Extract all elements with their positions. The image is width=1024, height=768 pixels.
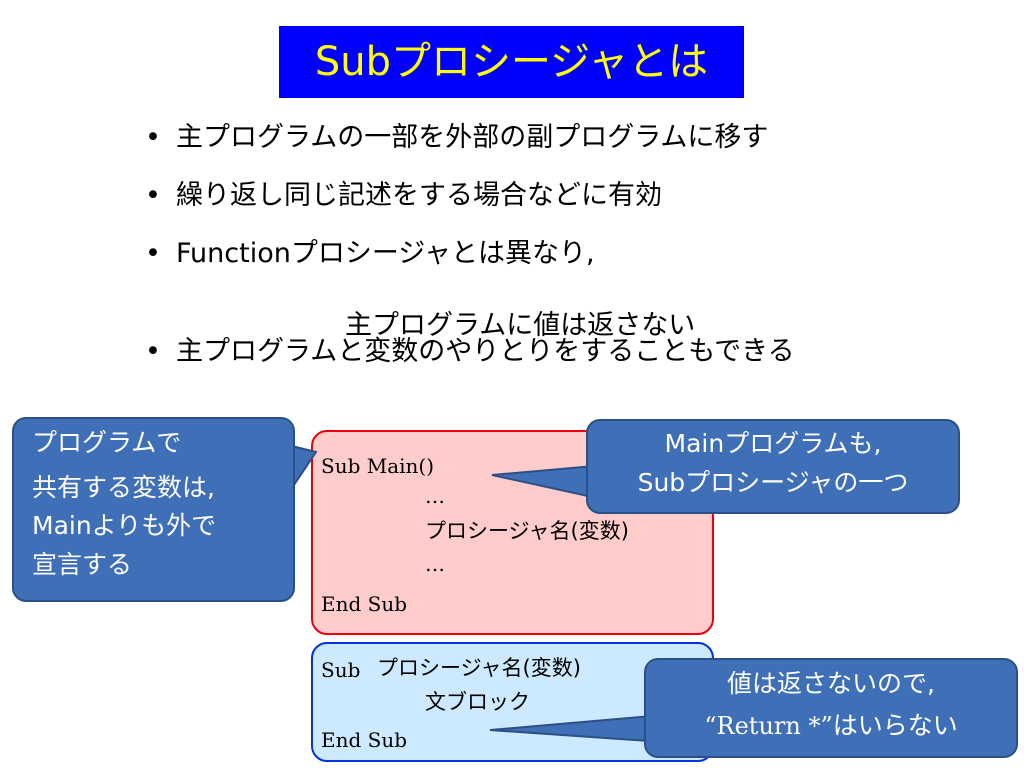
bullet-mark: • xyxy=(145,180,161,211)
bullet-mark: • xyxy=(145,238,161,269)
code-line: Sub Main() xyxy=(321,454,435,478)
callout-line: 値は返さないので, xyxy=(727,669,935,698)
code-line: End Sub xyxy=(321,592,408,616)
bullet-continuation: 主プログラムに値は返さない xyxy=(345,310,696,341)
callout-line: 宣言する xyxy=(32,550,133,579)
callout-line: プログラムで xyxy=(32,428,182,457)
callout-line: 共有する変数は, xyxy=(32,473,215,502)
bullet-item: •主プログラムと変数のやりとりをすることもできる xyxy=(145,332,1005,372)
slide-title: Subプロシージャとは xyxy=(279,26,744,98)
code-line: Sub xyxy=(321,658,361,682)
callout-line: “Return *”はいらない xyxy=(644,710,1018,742)
callout-line: Subプロシージャの一つ xyxy=(637,468,909,497)
code-line: … xyxy=(425,552,445,576)
bullet-mark: • xyxy=(145,336,161,367)
callout-no-return xyxy=(644,658,1018,758)
bullet-item: •繰り返し同じ記述をする場合などに有効 xyxy=(145,176,1005,216)
bullet-item: •主プログラムの一部を外部の副プログラムに移す xyxy=(145,118,1005,158)
return-note: はいらない xyxy=(832,711,958,740)
bullet-list: •主プログラムの一部を外部の副プログラムに移す •繰り返し同じ記述をする場合など… xyxy=(145,118,1005,390)
code-line: … xyxy=(425,484,445,508)
callout-line: Mainプログラムも, xyxy=(664,429,882,458)
code-line: 文ブロック xyxy=(425,690,530,714)
code-line: End Sub xyxy=(321,728,408,752)
code-line: プロシージャ名(変数) xyxy=(377,656,581,680)
bullet-item: •Functionプロシージャとは異なり, xyxy=(145,234,1005,274)
callout-line: Mainよりも外で xyxy=(32,511,217,540)
callout-shared-variables xyxy=(12,417,295,602)
code-line: プロシージャ名(変数) xyxy=(425,519,629,543)
callout-main-program xyxy=(586,419,960,514)
bullet-mark: • xyxy=(145,122,161,153)
return-keyword: “Return *” xyxy=(704,712,833,740)
